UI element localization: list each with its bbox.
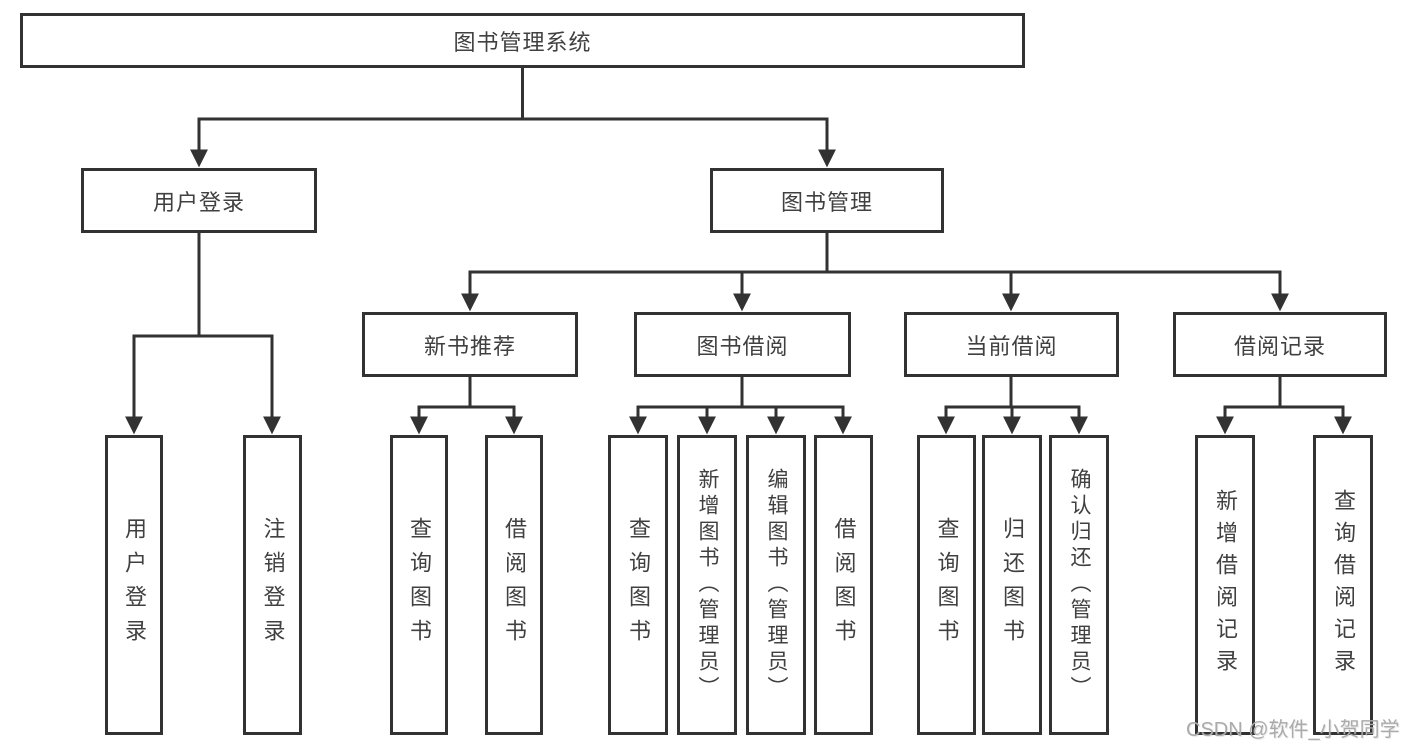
leaf-borrow-books-1: 借阅图书 [485, 435, 543, 735]
connector-to-leaf-logout [199, 334, 281, 435]
leaf-add-books-admin: 新增图书（管理员） [677, 435, 737, 735]
connector-to-leaf-confirm-return [1011, 405, 1088, 435]
node-label: 编辑图书（管理员） [765, 468, 788, 702]
leaf-query-borrow-record: 查询借阅记录 [1313, 435, 1373, 735]
node-label: 借阅图书 [831, 517, 857, 653]
node-label: 查询图书 [934, 517, 960, 653]
node-book-borrowing: 图书借阅 [634, 312, 851, 377]
leaf-logout: 注销登录 [243, 435, 302, 735]
node-label: 查询图书 [626, 517, 651, 653]
leaf-query-books-1: 查询图书 [390, 435, 448, 735]
node-label: 确认归还（管理员） [1068, 468, 1091, 702]
leaf-query-books-3: 查询图书 [917, 435, 976, 735]
connector-to-book-management [522, 117, 836, 168]
node-label: 当前借阅 [965, 333, 1058, 359]
node-label: 图书借阅 [696, 333, 789, 359]
connector-to-book-borrowing [733, 270, 827, 312]
leaf-return-books: 归还图书 [982, 435, 1042, 735]
node-label: 图书管理系统 [453, 29, 592, 55]
leaf-edit-books-admin: 编辑图书（管理员） [746, 435, 806, 735]
connector-to-leaf-edit-books [742, 405, 785, 435]
node-label: 查询图书 [407, 517, 432, 653]
node-label: 归还图书 [1000, 517, 1025, 653]
connector-to-leaf-borrow-books-2 [742, 405, 852, 435]
node-label: 用户登录 [122, 517, 147, 653]
node-label: 用户登录 [152, 189, 245, 215]
node-library-management-system: 图书管理系统 [20, 13, 1025, 68]
connector-to-borrow-records [827, 270, 1289, 312]
leaf-add-borrow-record: 新增借阅记录 [1195, 435, 1255, 735]
leaf-query-books-2: 查询图书 [608, 435, 668, 735]
node-borrow-records: 借阅记录 [1173, 312, 1387, 377]
node-label: 图书管理 [780, 189, 873, 215]
connector-to-leaf-user-login [125, 334, 199, 435]
connector-to-leaf-query-books-2 [629, 405, 742, 435]
connector-to-leaf-add-record [1216, 405, 1280, 435]
node-label: 新书推荐 [423, 333, 516, 359]
node-label: 查询借阅记录 [1331, 489, 1356, 681]
leaf-borrow-books-2: 借阅图书 [814, 435, 873, 735]
node-current-borrowing: 当前借阅 [904, 312, 1119, 377]
node-label: 注销登录 [260, 517, 286, 653]
connector-to-user-login [190, 117, 523, 168]
connector-to-leaf-query-record [1280, 405, 1352, 435]
watermark: CSDN @软件_小贺同学 [1186, 719, 1400, 741]
node-user-login: 用户登录 [81, 168, 317, 233]
node-label: 借阅记录 [1233, 333, 1326, 359]
connector-to-leaf-query-books-3 [937, 405, 1011, 435]
connector-to-leaf-query-books-1 [410, 405, 470, 435]
node-label: 借阅图书 [502, 517, 527, 653]
leaf-confirm-return-admin: 确认归还（管理员） [1049, 435, 1109, 735]
node-new-book-recommend: 新书推荐 [362, 312, 578, 377]
node-label: 新增图书（管理员） [696, 468, 719, 702]
leaf-user-login: 用户登录 [105, 435, 163, 735]
node-label: 新增借阅记录 [1213, 489, 1238, 681]
connector-to-leaf-return-books [1003, 405, 1021, 435]
connector-to-leaf-borrow-books-1 [470, 405, 523, 435]
connector-to-leaf-add-books [698, 405, 742, 435]
connector-to-new-book-recommend [461, 270, 827, 312]
node-book-management: 图书管理 [710, 168, 944, 233]
connector-to-current-borrowing [827, 270, 1020, 312]
